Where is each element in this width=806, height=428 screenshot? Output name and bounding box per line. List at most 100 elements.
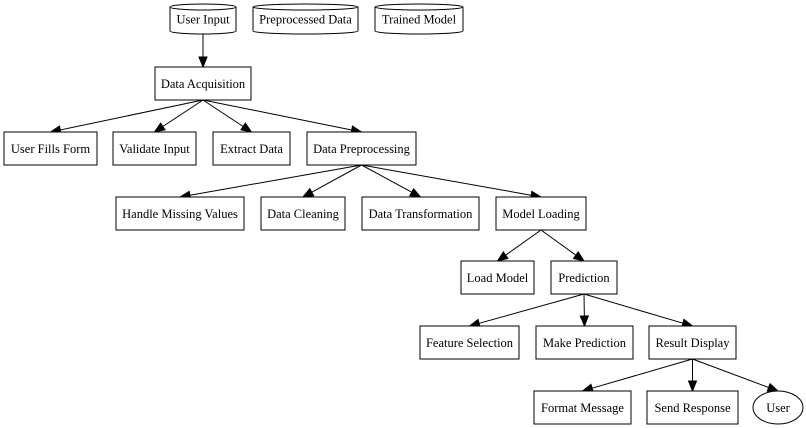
edge-data-preprocessing-to-model-loading: [361, 164, 543, 200]
user-input-cylinder: [169, 3, 237, 35]
user-label: User: [766, 401, 790, 415]
edge-line: [202, 99, 244, 127]
load-model-box: [460, 260, 535, 295]
model-loading-box: [495, 196, 587, 231]
feature-selection-box: [419, 325, 520, 360]
format-message-box: [533, 390, 632, 425]
user-input-node: User Input: [169, 3, 237, 35]
result-display-node: Result Display: [648, 325, 737, 360]
data-cleaning-box: [260, 196, 346, 231]
arrow-head: [496, 251, 509, 262]
edge-model-loading-to-prediction: [540, 229, 586, 262]
data-acquisition-box: [154, 66, 252, 101]
data-preprocessing-label: Data Preprocessing: [313, 142, 411, 156]
preprocessed-data-node: Preprocessed Data: [252, 3, 359, 35]
trained-model-cylinder-rim: [374, 6, 464, 11]
result-display-label: Result Display: [656, 336, 731, 350]
user-ellipse: [752, 390, 804, 425]
data-transformation-box: [361, 196, 480, 231]
edge-data-acquisition-to-user-fills-form: [49, 99, 204, 135]
edge-model-loading-to-load-model: [496, 229, 542, 262]
edge-line: [202, 99, 352, 131]
trained-model-label: Trained Model: [382, 13, 457, 27]
data-transformation-node: Data Transformation: [361, 196, 480, 231]
data-preprocessing-node: Data Preprocessing: [306, 131, 417, 166]
edge-line: [591, 358, 693, 389]
arrow-head: [240, 122, 253, 133]
extract-data-box: [212, 131, 291, 166]
data-cleaning-node: Data Cleaning: [260, 196, 346, 231]
arrow-head: [579, 315, 590, 328]
arrow-head: [301, 187, 315, 198]
make-prediction-node: Make Prediction: [535, 325, 634, 360]
edge-data-preprocessing-to-data-cleaning: [301, 164, 362, 198]
edge-data-acquisition-to-validate-input: [153, 99, 204, 133]
feature-selection-label: Feature Selection: [426, 336, 514, 350]
edge-line: [60, 99, 204, 131]
send-response-box: [646, 390, 739, 425]
preprocessed-data-cylinder: [252, 3, 359, 35]
preprocessed-data-label: Preprocessed Data: [259, 13, 352, 27]
data-acquisition-label: Data Acquisition: [161, 77, 246, 91]
handle-missing-values-label: Handle Missing Values: [122, 207, 238, 221]
prediction-node: Prediction: [550, 260, 618, 295]
arrow-head: [198, 56, 208, 69]
user-input-label: User Input: [176, 13, 230, 27]
edge-line: [361, 164, 532, 196]
trained-model-cylinder: [374, 3, 464, 35]
edge-line: [189, 164, 362, 196]
edge-prediction-to-make-prediction: [579, 293, 590, 328]
prediction-box: [550, 260, 618, 295]
data-acquisition-node: Data Acquisition: [154, 66, 252, 101]
user-fills-form-node: User Fills Form: [3, 131, 98, 166]
edge-prediction-to-feature-selection: [468, 293, 585, 328]
edge-line: [478, 293, 585, 324]
arrow-head: [153, 122, 166, 133]
user-node: User: [752, 390, 804, 425]
edge-line: [540, 229, 577, 256]
edge-data-acquisition-to-extract-data: [202, 99, 253, 133]
prediction-label: Prediction: [558, 271, 610, 285]
load-model-label: Load Model: [467, 271, 529, 285]
handle-missing-values-node: Handle Missing Values: [115, 196, 245, 231]
make-prediction-box: [535, 325, 634, 360]
arrow-head: [409, 187, 422, 198]
feature-selection-node: Feature Selection: [419, 325, 520, 360]
handle-missing-values-box: [115, 196, 245, 231]
edge-data-preprocessing-to-handle-missing-values: [178, 164, 362, 200]
edge-line: [311, 164, 362, 193]
edge-line: [361, 164, 412, 193]
make-prediction-label: Make Prediction: [543, 336, 627, 350]
edge-line: [505, 229, 542, 256]
edge-result-display-to-send-response: [687, 359, 698, 393]
data-transformation-label: Data Transformation: [369, 207, 474, 221]
trained-model-node: Trained Model: [374, 3, 464, 35]
data-cleaning-label: Data Cleaning: [267, 207, 340, 221]
edge-data-acquisition-to-data-preprocessing: [202, 99, 363, 135]
user-fills-form-box: [3, 131, 98, 166]
edge-result-display-to-user: [692, 358, 780, 392]
edge-line: [692, 358, 769, 388]
edge-result-display-to-format-message: [581, 358, 693, 393]
validate-input-label: Validate Input: [119, 142, 190, 156]
model-loading-node: Model Loading: [495, 196, 587, 231]
validate-input-box: [112, 131, 197, 166]
user-fills-form-label: User Fills Form: [11, 142, 90, 156]
send-response-node: Send Response: [646, 390, 739, 425]
data-preprocessing-box: [306, 131, 417, 166]
edge-line: [162, 99, 204, 127]
format-message-node: Format Message: [533, 390, 632, 425]
edge-user-input-to-data-acquisition: [198, 34, 208, 69]
result-display-box: [648, 325, 737, 360]
model-loading-label: Model Loading: [502, 207, 580, 221]
preprocessed-data-cylinder-rim: [252, 6, 359, 11]
arrow-head: [687, 380, 698, 393]
send-response-label: Send Response: [654, 401, 730, 415]
extract-data-label: Extract Data: [220, 142, 283, 156]
nodes-layer: User Input Preprocessed Data Trained Model…: [3, 3, 804, 425]
user-input-cylinder-rim: [169, 6, 237, 11]
load-model-node: Load Model: [460, 260, 535, 295]
edge-data-preprocessing-to-data-transformation: [361, 164, 422, 198]
edge-prediction-to-result-display: [583, 293, 694, 328]
